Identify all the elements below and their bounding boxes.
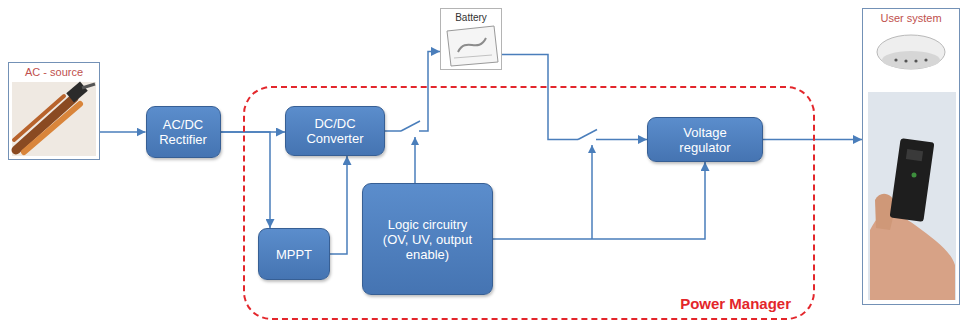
cable bbox=[24, 104, 80, 152]
flow-arrow bbox=[385, 51, 440, 131]
box-label: Logic circuitry (OV, UV, output enable) bbox=[378, 217, 478, 262]
process-box: MPPT bbox=[258, 228, 330, 280]
flow-arrow bbox=[330, 156, 347, 254]
battery-box: Battery bbox=[440, 8, 502, 70]
cable bbox=[16, 98, 74, 150]
region-boundary: Power Manager DC/DC ConverterMPPT Logic ci… bbox=[243, 86, 815, 320]
plug-wire bbox=[82, 84, 95, 88]
box-label: DC/DC Converter bbox=[300, 116, 370, 146]
smoke-detector bbox=[877, 35, 945, 69]
device-panel bbox=[906, 149, 923, 161]
control-line bbox=[591, 145, 593, 239]
switch-lever bbox=[401, 121, 420, 131]
box-label: Voltage regulator bbox=[665, 125, 745, 155]
flow-arrow bbox=[100, 131, 146, 133]
process-box: Voltage regulator bbox=[647, 117, 763, 162]
process-box: AC/DC Rectifier bbox=[146, 106, 221, 158]
device-led bbox=[912, 173, 917, 178]
battery-cell bbox=[447, 26, 498, 66]
region-title: Power Manager bbox=[680, 295, 791, 312]
plug bbox=[66, 82, 88, 103]
box-label: AC/DC Rectifier bbox=[153, 117, 213, 147]
switch-gap bbox=[401, 127, 419, 135]
detector-vent bbox=[914, 59, 917, 62]
device bbox=[890, 138, 935, 222]
box-title: AC - source bbox=[25, 63, 83, 79]
user-system-box: User system bbox=[862, 8, 960, 305]
switch-lever bbox=[578, 130, 597, 140]
flow-arrow bbox=[763, 139, 862, 141]
source-box: AC - source bbox=[8, 62, 100, 160]
cable bbox=[14, 96, 64, 140]
battery-logo bbox=[458, 38, 486, 52]
detector-vent bbox=[904, 59, 907, 62]
process-box: Logic circuitry (OV, UV, output enable) bbox=[362, 183, 493, 295]
control-line bbox=[414, 137, 416, 183]
process-box: DC/DC Converter bbox=[285, 106, 385, 156]
flow-arrow bbox=[221, 132, 271, 228]
flow-arrow bbox=[493, 162, 705, 239]
box-label: MPPT bbox=[276, 247, 312, 262]
box-title: User system bbox=[880, 9, 941, 25]
switch-gap bbox=[578, 136, 596, 144]
detector-vent bbox=[894, 58, 897, 61]
box-title: Battery bbox=[455, 9, 487, 24]
photo-ground bbox=[868, 92, 956, 300]
photo-ground bbox=[12, 82, 96, 156]
battery-line bbox=[454, 55, 492, 58]
detector-vent bbox=[924, 58, 927, 61]
detector-band bbox=[882, 51, 940, 69]
flow-arrow bbox=[502, 55, 647, 140]
